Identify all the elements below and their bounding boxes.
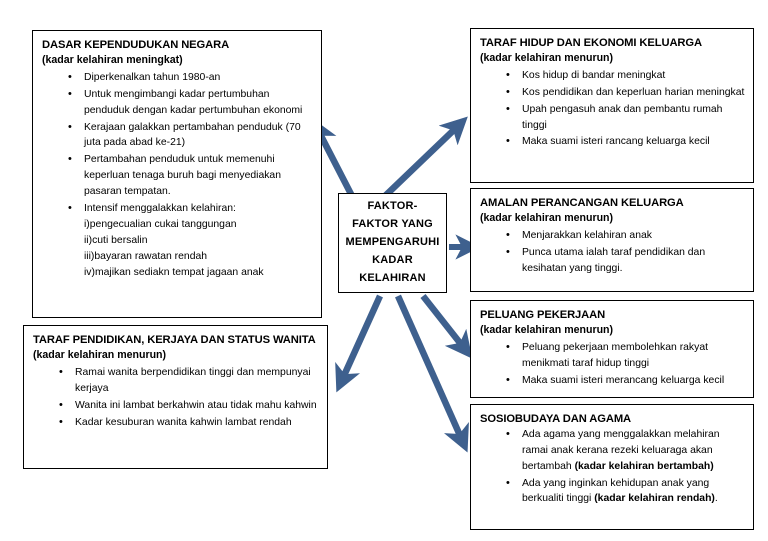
box-subtitle: (kadar kelahiran menurun) (480, 324, 614, 337)
box-center-faktor-faktor: FAKTOR- FAKTOR YANG MEMPENGARUHI KADAR K… (338, 193, 447, 293)
list-item: Kos hidup di bandar meningkat (506, 67, 745, 84)
sub-list-item: ii)cuti bersalin (84, 235, 148, 247)
box-subtitle: (kadar kelahiran menurun) (480, 52, 614, 65)
box-amalan-perancangan-keluarga: AMALAN PERANCANGAN KELUARGA (kadar kelah… (470, 188, 754, 292)
list-item: Diperkenalkan tahun 1980-an (68, 69, 313, 86)
list-item: Untuk mengimbangi kadar pertumbuhan pend… (68, 86, 313, 119)
list-item-emphasis: (kadar kelahiran rendah) (594, 493, 715, 505)
center-title-line: KADAR (372, 253, 413, 266)
list-item: Upah pengasuh anak dan pembantu rumah ti… (506, 101, 745, 134)
list-item: Ada yang inginkan kehidupan anak yang be… (506, 475, 745, 508)
bullet-list: Ada agama yang menggalakkan melahiran ra… (480, 426, 745, 508)
list-item: Kerajaan galakkan pertambahan penduduk (… (68, 119, 313, 152)
list-item-emphasis: (kadar kelahiran bertambah) (574, 460, 714, 472)
list-item: Ramai wanita berpendidikan tinggi dan me… (59, 364, 319, 397)
center-title-line: KELAHIRAN (359, 271, 426, 284)
box-subtitle: (kadar kelahiran menurun) (480, 212, 614, 225)
list-item: Kos pendidikan dan keperluan harian meni… (506, 84, 745, 101)
box-dasar-kependudukan-negara: DASAR KEPENDUDUKAN NEGARA (kadar kelahir… (32, 30, 322, 318)
list-item-text: Ada yang inginkan kehidupan anak yang be… (522, 477, 710, 505)
list-item: Maka suami isteri merancang keluarga kec… (506, 372, 745, 389)
box-subtitle: (kadar kelahiran menurun) (33, 349, 167, 362)
box-title: SOSIOBUDAYA DAN AGAMA (480, 413, 632, 425)
sub-list-item: iv)majikan sediakn tempat jagaan anak (84, 266, 264, 278)
box-taraf-pendidikan-kerjaya-status-wanita: TARAF PENDIDIKAN, KERJAYA DAN STATUS WAN… (23, 325, 328, 469)
center-title-line: MEMPENGARUHI (345, 236, 440, 249)
list-item-tail: . (714, 493, 718, 505)
list-item: Punca utama ialah taraf pendidikan dan k… (506, 244, 745, 277)
arrow-center-to-taraf-pendidikan (335, 294, 383, 393)
bullet-list: Diperkenalkan tahun 1980-an Untuk mengim… (42, 69, 313, 281)
list-item: Peluang pekerjaan membolehkan rakyat men… (506, 339, 745, 372)
list-item-text: Ada agama yang menggalakkan melahiran ra… (522, 429, 720, 472)
center-title-line: FAKTOR- (367, 200, 418, 213)
arrow-center-to-dasar (311, 117, 355, 198)
list-item: Wanita ini lambat berkahwin atau tidak m… (59, 397, 319, 414)
bullet-list: Kos hidup di bandar meningkat Kos pendid… (480, 67, 745, 150)
box-subtitle: (kadar kelahiran meningkat) (42, 54, 183, 67)
list-item: Kadar kesuburan wanita kahwin lambat ren… (59, 414, 319, 431)
box-title: TARAF PENDIDIKAN, KERJAYA DAN STATUS WAN… (33, 334, 316, 346)
box-sosiobudaya-dan-agama: SOSIOBUDAYA DAN AGAMA Ada agama yang men… (470, 404, 754, 530)
arrow-center-to-peluang (420, 293, 473, 359)
arrow-center-to-taraf-hidup (382, 116, 468, 199)
box-peluang-pekerjaan: PELUANG PEKERJAAN (kadar kelahiran menur… (470, 300, 754, 398)
list-item: Intensif menggalakkan kelahiran: (68, 200, 313, 217)
box-title: AMALAN PERANCANGAN KELUARGA (480, 197, 684, 209)
list-item: Menjarakkan kelahiran anak (506, 227, 745, 244)
box-title: DASAR KEPENDUDUKAN NEGARA (42, 39, 230, 51)
center-title: FAKTOR- FAKTOR YANG MEMPENGARUHI KADAR K… (343, 198, 442, 287)
bullet-list: Menjarakkan kelahiran anak Punca utama i… (480, 227, 745, 277)
list-item: Ada agama yang menggalakkan melahiran ra… (506, 426, 745, 474)
box-title: TARAF HIDUP DAN EKONOMI KELUARGA (480, 37, 702, 49)
sub-list-item: iii)bayaran rawatan rendah (84, 251, 208, 263)
list-item: Pertambahan penduduk untuk memenuhi kepe… (68, 151, 313, 199)
bullet-list: Ramai wanita berpendidikan tinggi dan me… (33, 364, 319, 431)
arrow-center-to-sosiobudaya (395, 294, 469, 453)
center-title-line: FAKTOR YANG (352, 218, 433, 231)
box-taraf-hidup-ekonomi-keluarga: TARAF HIDUP DAN EKONOMI KELUARGA (kadar … (470, 28, 754, 183)
sub-list-item: i)pengecualian cukai tanggungan (84, 219, 237, 231)
box-title: PELUANG PEKERJAAN (480, 309, 606, 321)
list-item: Maka suami isteri rancang keluarga kecil (506, 133, 745, 150)
bullet-list: Peluang pekerjaan membolehkan rakyat men… (480, 339, 745, 389)
